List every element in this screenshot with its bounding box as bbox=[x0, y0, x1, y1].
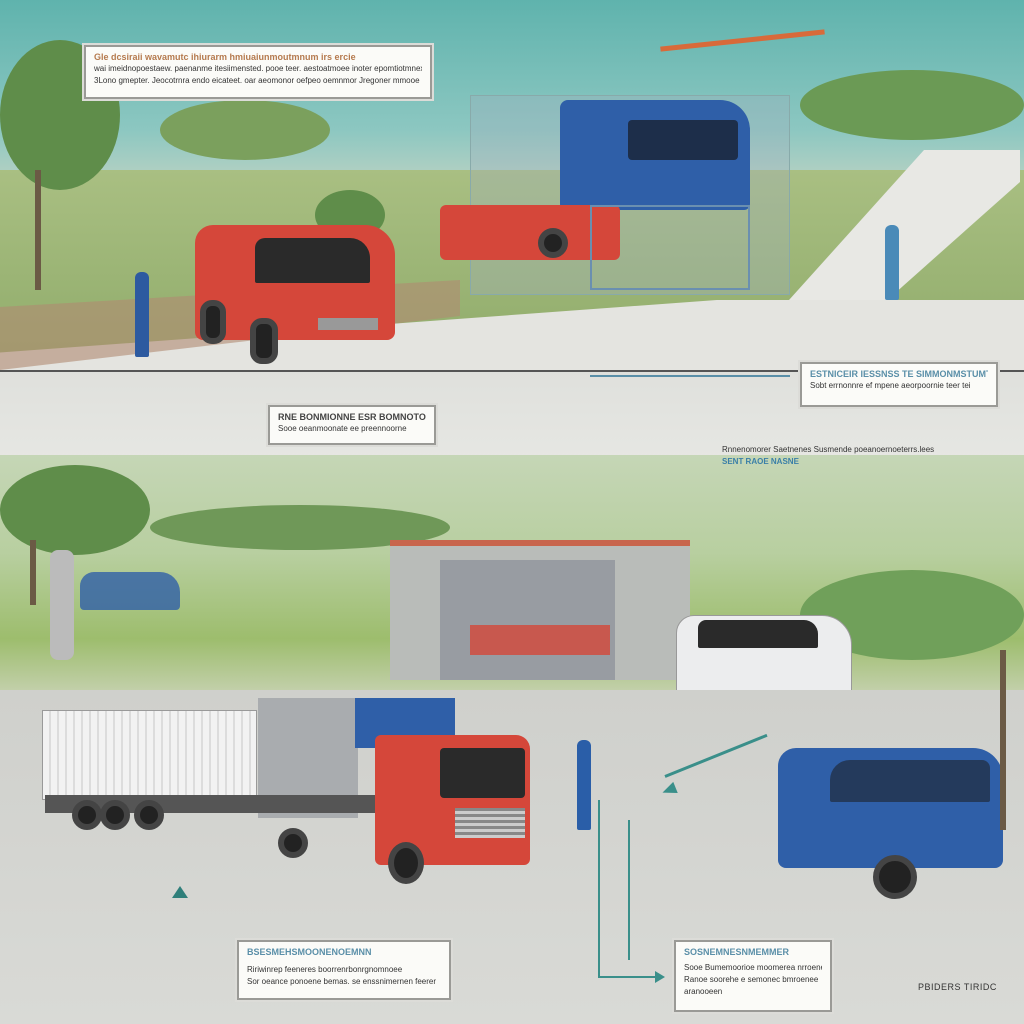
arrow-up-icon bbox=[172, 886, 188, 898]
callout-title: ESTNICEIR IESSNSS TE SIMMONMSTUMTE bbox=[810, 369, 988, 379]
arrow-right-icon bbox=[655, 971, 665, 983]
connector-line bbox=[628, 820, 630, 960]
callout-bottom-left: BSESMEHSMOONENOEMNN Ririwinrep feeneres … bbox=[237, 940, 451, 1000]
wheel bbox=[250, 318, 278, 364]
wheel bbox=[134, 800, 164, 830]
red-truck-grille bbox=[455, 808, 525, 838]
callout-text: Ririwinrep feeneres boorrenrbonrgnomnoee bbox=[247, 965, 403, 974]
connector-line bbox=[598, 800, 600, 978]
person-left bbox=[135, 272, 149, 357]
red-van-windshield bbox=[255, 238, 370, 283]
callout-bottom-center: SOSNEMNESNMEMMER Sooe Bumemoorioe moomer… bbox=[674, 940, 832, 1012]
wheel bbox=[873, 855, 917, 899]
callout-title: RNE BONMIONNE ESR BOMNOTOR bbox=[278, 412, 426, 422]
callout-text: Ranoe soorehe e semonec bmroenee bbox=[684, 975, 819, 984]
blue-truck-window bbox=[628, 120, 738, 160]
blue-car bbox=[80, 572, 180, 610]
person-walking bbox=[885, 225, 899, 300]
tree bbox=[0, 465, 150, 555]
wheel bbox=[388, 842, 424, 884]
middle-annotation: Rnnenomorer Saetnenes Susmende poeanoern… bbox=[722, 444, 952, 468]
callout-title: SOSNEMNESNMEMMER bbox=[684, 947, 790, 957]
connector-line bbox=[590, 375, 790, 377]
tree-trunk bbox=[30, 540, 36, 605]
truck-trailer bbox=[42, 710, 257, 800]
callout-text: Sobt errnonnre ef mpene aeorpoornie teer… bbox=[810, 381, 971, 390]
callout-middle-right: ESTNICEIR IESSNSS TE SIMMONMSTUMTE Sobt … bbox=[800, 362, 998, 407]
wheel bbox=[100, 800, 130, 830]
connector-line bbox=[598, 976, 658, 978]
callout-top-left: Gle dcsiraii wavamutc ihiurarm hmiuaiunm… bbox=[84, 45, 432, 99]
fence bbox=[590, 205, 750, 290]
wheel bbox=[538, 228, 568, 258]
annotation-text: Rnnenomorer Saetnenes Susmende poeanoern… bbox=[722, 445, 935, 454]
tree-row bbox=[160, 100, 330, 160]
callout-text: Sooe Bumemoorioe moomerea nrroeneaese bbox=[684, 963, 822, 972]
tree-row-right bbox=[800, 70, 1024, 140]
garage-interior bbox=[440, 560, 615, 680]
callout-text: 3Lono gmepter. Jeocotrnra endo eicateet.… bbox=[94, 76, 420, 85]
figure-statue bbox=[50, 550, 74, 660]
callout-text: wai imeidnopoestaew. paenanme itesiimens… bbox=[94, 64, 422, 73]
tree-trunk bbox=[1000, 650, 1006, 830]
tree-trunk bbox=[35, 170, 41, 290]
person-standing bbox=[577, 740, 591, 830]
divider bbox=[0, 370, 1024, 372]
blue-van-windshield bbox=[830, 760, 990, 802]
white-van-windshield bbox=[698, 620, 818, 648]
red-van-grille bbox=[318, 318, 378, 330]
red-truck-windshield bbox=[440, 748, 525, 798]
callout-title: BSESMEHSMOONENOEMNN bbox=[247, 947, 372, 957]
wheel bbox=[200, 300, 226, 344]
callout-title: Gle dcsiraii wavamutc ihiurarm hmiuaiunm… bbox=[94, 52, 356, 62]
workshop-equipment bbox=[470, 625, 610, 655]
callout-middle-left: RNE BONMIONNE ESR BOMNOTOR Sooe oeanmoon… bbox=[268, 405, 436, 445]
callout-text: Sor oeance ponoene bemas. se enssnimerne… bbox=[247, 977, 437, 986]
annotation-text: SENT RAOE NASNE bbox=[722, 457, 799, 466]
wheel bbox=[278, 828, 308, 858]
callout-text: Sooe oeanmoonate ee preennoorne bbox=[278, 424, 407, 433]
wheel bbox=[72, 800, 102, 830]
callout-text: aranooeen bbox=[684, 987, 723, 996]
footer-label: PBIDERS TIRIDC bbox=[918, 982, 997, 992]
